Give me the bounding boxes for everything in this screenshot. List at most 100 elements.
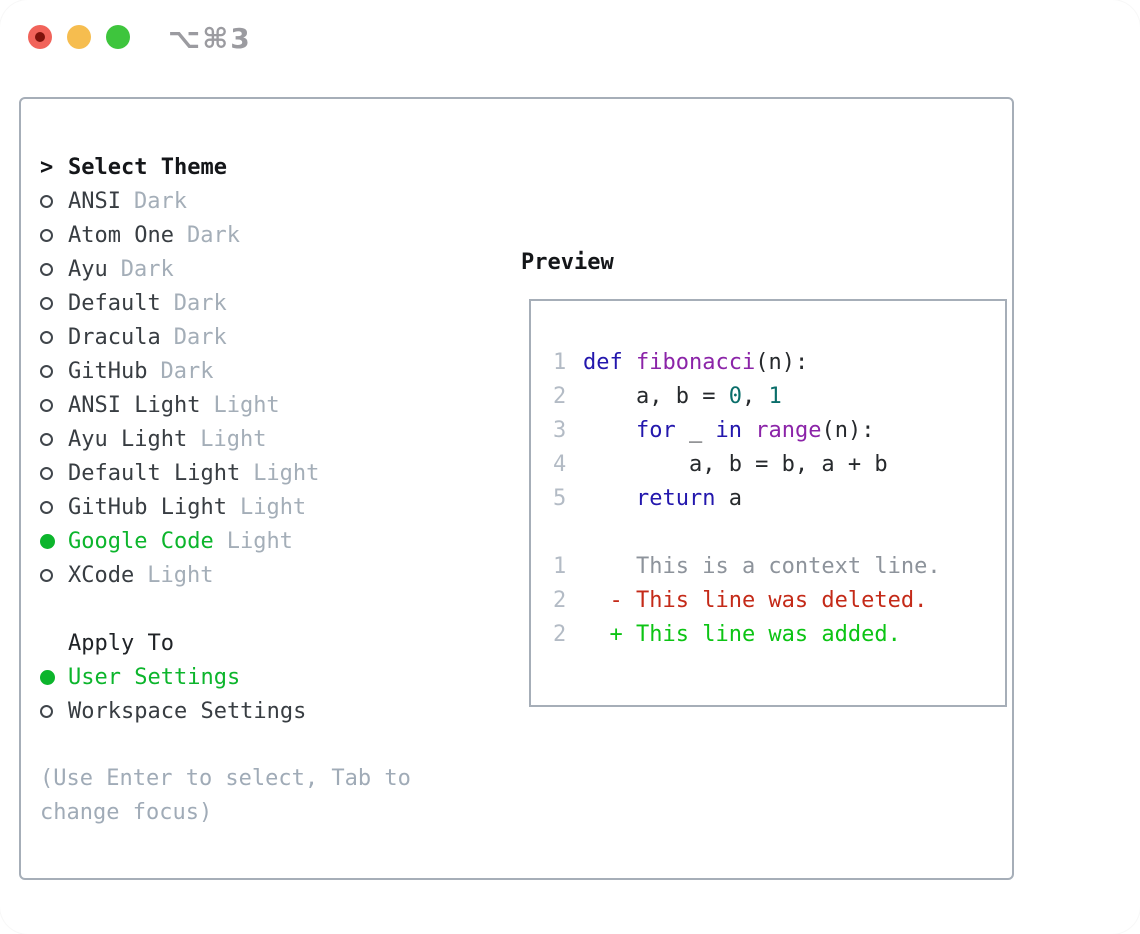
code-token: a: [715, 485, 742, 511]
radio-slot: [40, 228, 68, 242]
radio-slot: [40, 432, 68, 446]
code-line: 5 return a: [553, 481, 1005, 515]
radio-slot: [40, 364, 68, 378]
radio-icon: [40, 262, 53, 276]
code-token: ,: [741, 383, 769, 409]
code-line: 4 a, b = b, a + b: [553, 447, 1005, 481]
radio-slot: [40, 568, 68, 582]
titlebar: ⌥⌘3: [0, 0, 1140, 70]
theme-name: ANSI Light: [68, 392, 201, 418]
theme-option-xcode[interactable]: XCode Light: [40, 558, 480, 592]
theme-name: Default: [68, 290, 161, 316]
theme-name: GitHub Light: [68, 494, 227, 520]
theme-option-default-light[interactable]: Default Light Light: [40, 456, 480, 490]
window-title: ⌥⌘3: [168, 22, 252, 55]
select-theme-header: > Select Theme: [40, 150, 480, 184]
code-content: def fibonacci(n):: [583, 350, 808, 375]
radio-icon: [40, 194, 53, 208]
code-token: in: [715, 417, 742, 443]
select-theme-label: Select Theme: [68, 154, 227, 180]
radio-icon: [40, 466, 53, 480]
preview-pane: 1 def fibonacci(n): 2 a, b = 0, 1 3 for _…: [529, 299, 1007, 707]
apply-to-header: Apply To: [40, 626, 480, 660]
theme-tag: Dark: [160, 358, 214, 384]
focus-prompt-slot: >: [40, 155, 68, 180]
code-token: This is a context line.: [583, 553, 941, 579]
unsaved-dot-icon: [35, 32, 45, 42]
apply-option-label: Workspace Settings: [68, 698, 307, 724]
radio-slot: [40, 500, 68, 514]
apply-option-user-settings[interactable]: User Settings: [40, 660, 480, 694]
code-content: a, b = b, a + b: [583, 452, 888, 477]
line-number: 4: [553, 451, 567, 477]
code-token: [742, 418, 755, 443]
diff-context-line: 1 This is a context line.: [553, 549, 1005, 583]
theme-option-github-light[interactable]: GitHub Light Light: [40, 490, 480, 524]
code-token: (n):: [821, 417, 875, 443]
radio-slot: [40, 466, 68, 480]
radio-icon: [40, 296, 53, 310]
code-line: 2 a, b = 0, 1: [553, 379, 1005, 413]
line-number: 3: [553, 417, 567, 443]
apply-option-workspace-settings[interactable]: Workspace Settings: [40, 694, 480, 728]
line-number: 1: [553, 349, 567, 375]
spacer: [40, 592, 480, 626]
code-token: 0: [728, 383, 742, 409]
theme-option-atom-one-dark[interactable]: Atom One Dark: [40, 218, 480, 252]
focus-prompt-icon: >: [40, 154, 54, 180]
code-token: + This line was added.: [583, 621, 901, 647]
line-number: 2: [553, 587, 567, 613]
theme-tag: Dark: [173, 290, 227, 316]
code-token: [583, 418, 636, 443]
theme-tag: Light: [239, 494, 307, 520]
theme-option-github-dark[interactable]: GitHub Dark: [40, 354, 480, 388]
theme-option-default-dark[interactable]: Default Dark: [40, 286, 480, 320]
radio-icon: [40, 364, 53, 378]
theme-name: Ayu: [68, 256, 108, 282]
theme-option-dracula-dark[interactable]: Dracula Dark: [40, 320, 480, 354]
theme-name: Default Light: [68, 460, 241, 486]
radio-slot: [40, 669, 68, 685]
code-token: for: [635, 417, 676, 443]
minimize-button[interactable]: [67, 25, 91, 49]
code-content: a, b = 0, 1: [583, 384, 782, 409]
blank-line: [553, 515, 1005, 549]
theme-option-ayu-light[interactable]: Ayu Light Light: [40, 422, 480, 456]
theme-option-ansi-light[interactable]: ANSI Light Light: [40, 388, 480, 422]
line-number: 2: [553, 383, 567, 409]
preview-label: Preview: [521, 250, 614, 275]
diff-deleted-line: 2 - This line was deleted.: [553, 583, 1005, 617]
theme-option-google-code[interactable]: Google Code Light: [40, 524, 480, 558]
theme-name: Dracula: [68, 324, 161, 350]
close-button[interactable]: [28, 25, 52, 49]
radio-icon: [40, 330, 53, 344]
code-content: for _ in range(n):: [583, 418, 874, 443]
radio-slot: [40, 194, 68, 208]
code-token: return: [635, 485, 716, 511]
main-panel: > Select Theme ANSI Dark Atom One Dark A…: [19, 97, 1014, 880]
line-number: 5: [553, 485, 567, 511]
line-number: 2: [553, 621, 567, 647]
theme-option-ansi-dark[interactable]: ANSI Dark: [40, 184, 480, 218]
radio-slot: [40, 398, 68, 412]
code-content: - This line was deleted.: [583, 588, 927, 613]
apply-option-label: User Settings: [68, 664, 241, 690]
theme-tag: Light: [253, 460, 320, 486]
radio-slot: [40, 330, 68, 344]
radio-icon: [40, 568, 53, 582]
theme-selector: > Select Theme ANSI Dark Atom One Dark A…: [40, 150, 480, 830]
apply-to-label: Apply To: [68, 630, 174, 656]
code-token: [583, 486, 636, 511]
code-token: - This line was deleted.: [583, 587, 928, 613]
zoom-button[interactable]: [106, 25, 130, 49]
theme-tag: Light: [200, 426, 267, 452]
code-content: return a: [583, 486, 742, 511]
code-token: a, b = b, a + b: [583, 451, 888, 477]
theme-option-ayu-dark[interactable]: Ayu Dark: [40, 252, 480, 286]
theme-name: Ayu Light: [68, 426, 188, 452]
code-line: 3 for _ in range(n):: [553, 413, 1005, 447]
radio-icon: [40, 432, 53, 446]
radio-icon: [40, 228, 53, 242]
selected-radio-icon: [40, 533, 55, 549]
